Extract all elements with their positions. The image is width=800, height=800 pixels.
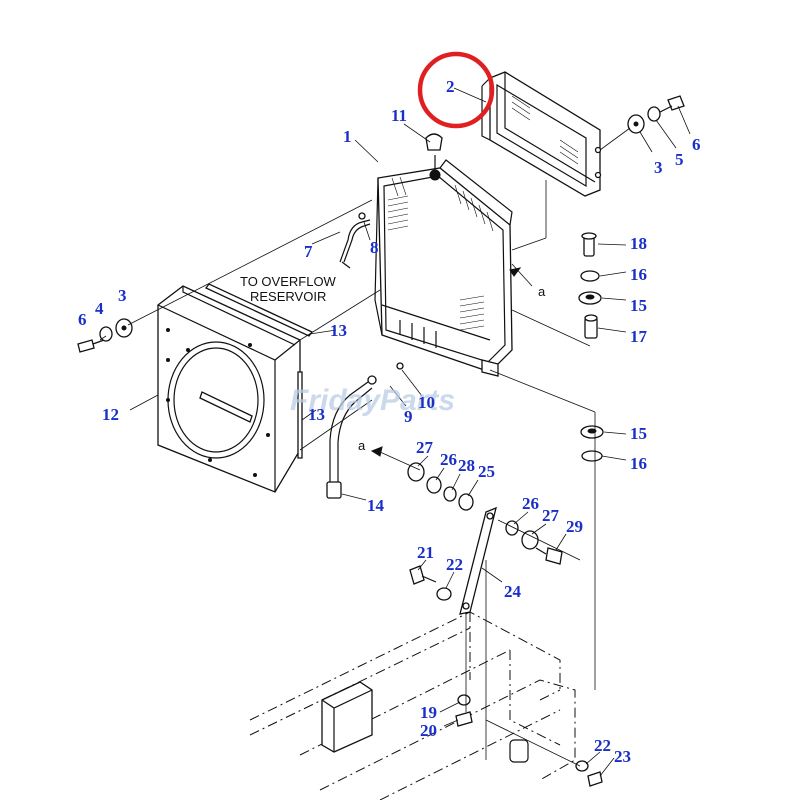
reference-a-left: a xyxy=(358,438,366,453)
callout-18: 18 xyxy=(630,234,647,253)
callout-17: 17 xyxy=(630,327,648,346)
callout-numbers: 1 2 3 5 6 3 4 6 7 8 9 10 11 12 13 13 14 … xyxy=(78,77,701,766)
callout-4: 4 xyxy=(95,299,104,318)
callout-25: 25 xyxy=(478,462,495,481)
callout-23: 23 xyxy=(614,747,631,766)
machine-frame xyxy=(249,611,603,800)
callout-16-lower: 16 xyxy=(630,454,647,473)
callout-20: 20 xyxy=(420,721,437,740)
callout-7: 7 xyxy=(304,242,313,261)
callout-13-lower: 13 xyxy=(308,405,325,424)
callout-29: 29 xyxy=(566,517,583,536)
callout-3-upper: 3 xyxy=(654,158,663,177)
callout-15-lower: 15 xyxy=(630,424,647,443)
radiator-cap-icon xyxy=(425,133,443,151)
callout-21: 21 xyxy=(417,543,434,562)
watermark-text: FridayParts xyxy=(290,384,455,417)
callout-6-upper: 6 xyxy=(692,135,701,154)
arrow-a-left-icon xyxy=(370,446,383,457)
callout-9: 9 xyxy=(404,407,413,426)
callout-28: 28 xyxy=(458,456,475,475)
callout-5: 5 xyxy=(675,150,684,169)
callout-12: 12 xyxy=(102,405,119,424)
highlight-circle xyxy=(417,51,495,129)
callout-24: 24 xyxy=(504,582,522,601)
callout-2: 2 xyxy=(446,77,455,96)
mount-stack-upper xyxy=(578,232,602,339)
callout-15-upper: 15 xyxy=(630,296,647,315)
upper-bolt-set xyxy=(627,95,685,134)
callout-26-lower: 26 xyxy=(522,494,539,513)
reference-a-right: a xyxy=(538,284,546,299)
callout-1: 1 xyxy=(343,127,352,146)
fan-shroud xyxy=(157,283,314,493)
mount-stack-lower xyxy=(580,425,604,462)
callout-22-upper: 22 xyxy=(446,555,463,574)
callout-27-upper: 27 xyxy=(416,438,434,457)
callout-10: 10 xyxy=(418,393,435,412)
drain-hose xyxy=(326,362,404,499)
radiator-assembly xyxy=(374,133,513,377)
overflow-hose xyxy=(339,212,371,269)
overflow-note-line1: TO OVERFLOW xyxy=(240,274,337,289)
reference-lines xyxy=(127,127,631,767)
callout-8: 8 xyxy=(370,238,379,257)
callout-27-lower: 27 xyxy=(542,506,560,525)
callout-26-upper: 26 xyxy=(440,450,457,469)
arrow-a-right-icon xyxy=(509,267,522,277)
overflow-note-line2: RESERVOIR xyxy=(250,289,326,304)
callout-6-left: 6 xyxy=(78,310,87,329)
callout-19: 19 xyxy=(420,703,437,722)
stay-link-assembly xyxy=(407,462,563,615)
grille-screen xyxy=(481,71,602,197)
callout-3-left: 3 xyxy=(118,286,127,305)
callout-11: 11 xyxy=(391,106,407,125)
callout-14: 14 xyxy=(367,496,385,515)
callout-22-lower: 22 xyxy=(594,736,611,755)
leader-lines xyxy=(99,87,691,777)
callout-13-upper: 13 xyxy=(330,321,347,340)
callout-16-upper: 16 xyxy=(630,265,647,284)
left-bolt-set xyxy=(77,318,133,353)
